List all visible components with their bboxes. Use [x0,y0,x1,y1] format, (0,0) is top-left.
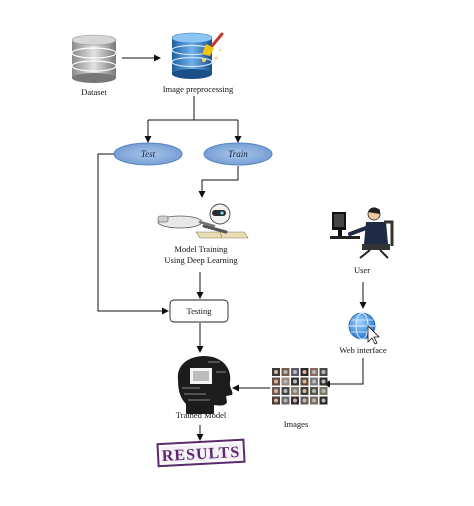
dataset-node: Dataset [71,34,117,97]
results-node: RESULTS [156,438,246,468]
test-label: Test [141,149,156,159]
results-label: RESULTS [161,444,240,465]
user-node: User [330,207,394,275]
image-thumbnail-face [302,398,307,403]
image-thumbnail-face [302,370,307,374]
image-thumbnail-face [283,398,288,403]
image-thumbnail-face [283,389,288,393]
preprocessing-node: Image preprocessing [163,32,234,94]
globe-cursor-icon [348,312,380,345]
test-oval [113,142,183,166]
arrow-web-interface-to-images [323,358,364,388]
image-thumbnail-face [302,379,307,384]
train-label: Train [228,149,248,159]
image-thumbnail-face [321,389,326,393]
web-interface-label: Web interface [339,345,386,355]
image-thumbnail-face [312,389,316,393]
image-thumbnail-face [312,379,316,384]
results-stamp-icon [156,438,246,468]
train-node: Train [203,142,273,166]
image-thumbnail-face [283,370,288,374]
image-thumbnail-face [293,389,297,393]
model-training-node: Model Training Using Deep Learning [157,203,249,265]
testing-node: Testing [169,299,229,323]
model-training-label-line2: Using Deep Learning [164,255,238,265]
image-thumbnail-face [274,389,278,393]
image-thumbnail-face [283,379,288,384]
train-oval [203,142,273,166]
dataset-label: Dataset [81,87,107,97]
trained-model-node: Trained Model [176,356,233,420]
images-label: Images [284,419,309,429]
images-node: Images [272,368,328,429]
trained-model-label: Trained Model [176,410,227,420]
image-thumbnail-face [321,398,326,403]
image-thumbnail-face [274,379,278,384]
testing-box [169,299,229,323]
image-thumbnail-face [321,379,326,384]
model-training-label-line1: Model Training [174,244,228,254]
arrow-train-to-model-training [198,166,239,198]
brain-head-icon [177,356,233,414]
database-icon [71,34,117,83]
image-thumbnail-face [321,370,326,374]
preprocessing-label: Image preprocessing [163,84,234,94]
connectors [97,54,367,441]
image-thumbnail-face [302,389,307,393]
image-thumbnail-face [312,398,316,403]
image-thumbnail-face [274,370,278,374]
image-thumbnail-face [293,398,297,403]
robot-reading-icon [157,203,249,239]
test-node: Test [113,142,183,166]
image-thumbnail-face [293,370,297,374]
image-grid-icon [272,368,328,405]
database-brush-icon [171,32,224,79]
image-thumbnail-face [312,370,316,374]
testing-label: Testing [187,306,213,316]
web-interface-node: Web interface [339,312,387,355]
image-thumbnail-face [274,398,278,403]
image-thumbnail-face [293,379,297,384]
arrow-test-to-testing [97,153,169,315]
person-at-computer-icon [330,207,394,259]
user-label: User [354,265,370,275]
